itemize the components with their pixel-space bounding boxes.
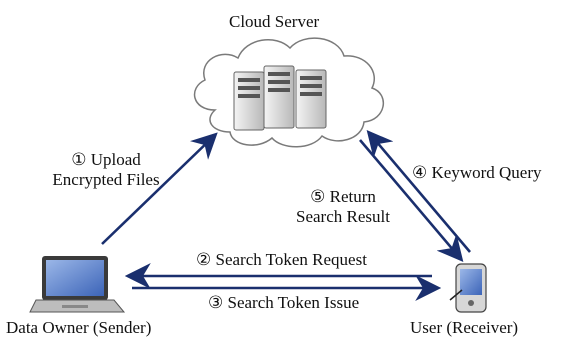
pda-icon (449, 263, 487, 313)
token-request-label: ② Search Token Request (196, 250, 367, 269)
keyword-query-label: ④ Keyword Query (412, 163, 542, 182)
arrow-upload (101, 132, 218, 245)
server-rack-icon (233, 65, 327, 131)
return-result-line2: Search Result (296, 207, 390, 226)
return-result-label: ⑤ Return Search Result (278, 187, 408, 227)
upload-label-line1: ① Upload (71, 150, 141, 169)
token-issue-label: ③ Search Token Issue (208, 293, 360, 312)
laptop-icon (29, 256, 126, 313)
cloud-server-label: Cloud Server (229, 12, 320, 31)
data-owner-label: Data Owner (Sender) (6, 318, 152, 337)
upload-label-line2: Encrypted Files (52, 170, 160, 189)
arrows (101, 130, 471, 301)
user-label: User (Receiver) (410, 318, 519, 337)
return-result-line1: ⑤ Return (310, 187, 376, 206)
upload-label: ① Upload Encrypted Files (6, 150, 206, 190)
arrow-keyword-query (366, 130, 471, 253)
arrow-return-result (359, 139, 464, 262)
